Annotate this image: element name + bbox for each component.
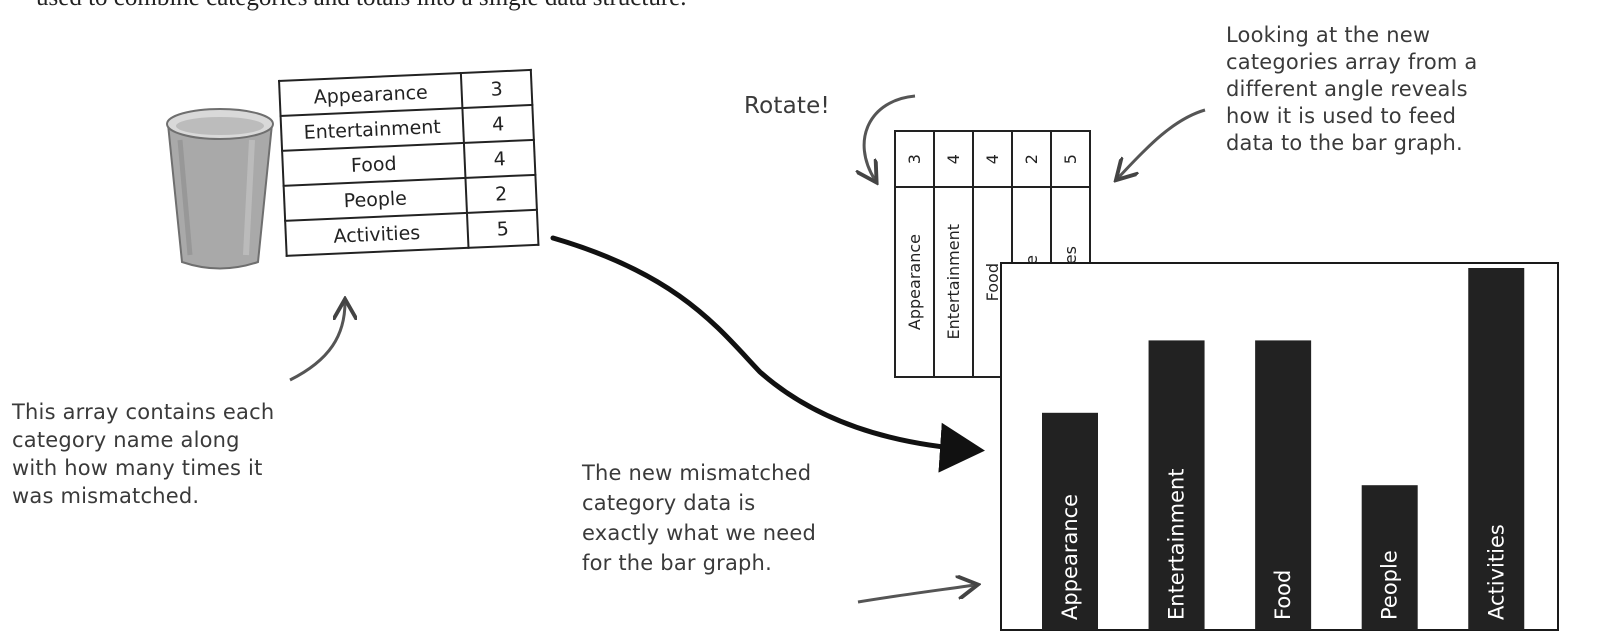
rotate-label: Rotate! [744,93,830,119]
rotated-name-cell: Appearance [894,186,935,378]
right-note-line: categories array from a [1226,50,1478,74]
middle-note: The new mismatched category data is exac… [582,458,816,578]
category-name-cell: Activities [285,212,469,256]
rotated-count-cell: 4 [933,130,974,188]
right-note-line: data to the bar graph. [1226,131,1463,155]
left-note-arrow [289,302,345,382]
left-note-line: was mismatched. [12,484,200,508]
category-count-cell: 3 [460,69,533,108]
rotated-name: Appearance [905,233,924,331]
rotated-count-row: 3 4 4 2 5 [894,130,1091,188]
rotated-count-cell: 3 [894,130,935,188]
right-note-line: different angle reveals [1226,77,1468,101]
rotated-count: 4 [983,153,1002,165]
rotated-count: 5 [1061,153,1080,165]
bar-appearance [1042,412,1098,630]
bar-activities [1468,268,1525,630]
rotated-name-cell: Entertainment [933,186,974,378]
middle-note-line: for the bar graph. [582,551,772,575]
middle-note-arrow [857,585,975,604]
bar-label-people: People [1378,550,1402,620]
bar-label-activities: Activities [1484,524,1508,620]
category-count-cell: 5 [466,209,539,248]
middle-note-line: exactly what we need [582,521,817,545]
middle-note-line: The new mismatched [582,461,812,485]
rotated-count-cell: 2 [1011,130,1052,188]
left-note-line: This array contains each [12,400,275,424]
category-totals-table: Appearance 3 Entertainment 4 Food 4 Peop… [278,68,540,257]
bar-label-appearance: Appearance [1058,494,1082,620]
right-note: Looking at the new categories array from… [1226,22,1478,157]
bar-label-entertainment: Entertainment [1165,468,1189,620]
middle-note-line: category data is [582,491,756,515]
rotated-count-cell: 4 [972,130,1013,188]
rotated-count: 4 [944,153,963,165]
bar-label-food: Food [1271,570,1295,620]
left-note: This array contains each category name a… [12,398,274,510]
category-count-cell: 4 [462,104,534,143]
rotated-name: Entertainment [944,224,963,340]
category-count-cell: 2 [465,174,537,213]
left-note-line: with how many times it [12,456,263,480]
bar-people [1361,485,1418,630]
bar-entertainment [1148,340,1205,630]
right-note-line: how it is used to feed [1226,104,1457,128]
bar-food [1255,340,1312,630]
left-note-line: category name along [12,428,240,452]
rotated-count: 2 [1022,153,1041,165]
rotated-count: 3 [905,153,924,165]
right-note-line: Looking at the new [1226,23,1431,47]
intro-text: used to combine categories and totals in… [36,0,687,12]
category-count-cell: 4 [463,139,536,178]
rotated-count-cell: 5 [1050,130,1091,188]
right-note-arrow [1118,108,1206,178]
cup-icon [166,108,274,270]
